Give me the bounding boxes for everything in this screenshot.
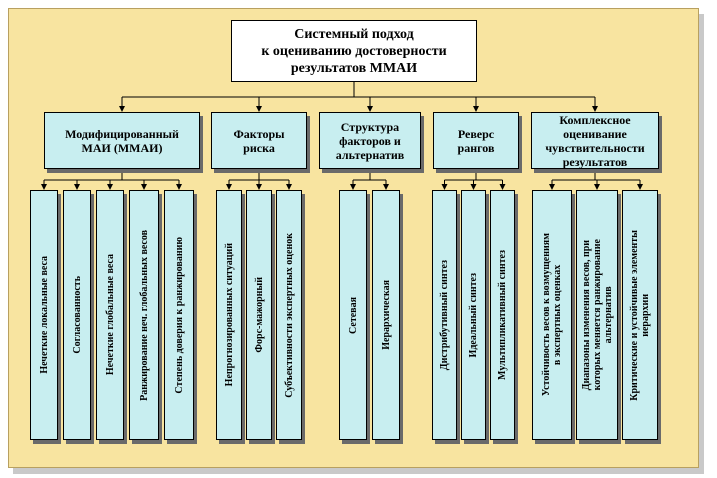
arrowhead — [226, 184, 232, 190]
leaf-fuzzy-local-weights: Нечеткие локальные веса — [30, 190, 58, 440]
category-sensitivity: Комплексное оценивание чувствительности … — [531, 112, 659, 169]
leaf-expert-subjectivity: Субъективности экспертных оценок — [276, 190, 302, 440]
leaf-critical-elements: Критические и устойчивые элементы иерарх… — [622, 190, 658, 440]
arrowhead — [637, 184, 643, 190]
leaf-fuzzy-global-weights: Нечеткие глобальные веса — [96, 190, 124, 440]
leaf-multiplicative-synthesis: Мультипликативный синтез — [490, 190, 515, 440]
arrowhead — [141, 184, 147, 190]
arrowhead — [594, 184, 600, 190]
root-node: Системный подход к оцениванию достоверно… — [231, 20, 477, 82]
leaf-ranking-fuzzy-global-weights: Ранжирование неч. глобальных весов — [129, 190, 159, 440]
leaf-weight-stability: Устойчивость весов к возмущениям в экспе… — [532, 190, 572, 440]
category-rank-reversal: Реверс рангов — [433, 112, 519, 169]
arrowhead — [473, 106, 479, 112]
arrowhead — [74, 184, 80, 190]
arrowhead — [383, 184, 389, 190]
category-risk-factors: Факторы риска — [211, 112, 307, 169]
arrowhead — [176, 184, 182, 190]
leaf-network: Сетевая — [339, 190, 367, 440]
arrowhead — [367, 106, 373, 112]
arrowhead — [549, 184, 555, 190]
leaf-force-majeure: Форс-мажорный — [246, 190, 272, 440]
arrowhead — [470, 184, 477, 190]
leaf-hierarchical: Иерархическая — [372, 190, 400, 440]
leaf-consistency: Согласованность — [63, 190, 91, 440]
arrowhead — [107, 184, 113, 190]
category-structure: Структура факторов и альтернатив — [319, 112, 421, 169]
arrowhead — [499, 184, 506, 190]
arrowhead — [441, 184, 448, 190]
arrowhead — [41, 184, 47, 190]
leaf-weight-change-ranges: Диапазоны изменения весов, при которых м… — [576, 190, 618, 440]
leaf-distributive-synthesis: Дистрибутивный синтез — [432, 190, 457, 440]
leaf-unforeseen-situations: Непрогнозированных ситуаций — [216, 190, 242, 440]
arrowhead — [350, 184, 356, 190]
arrowhead — [256, 106, 262, 112]
arrowhead — [286, 184, 292, 190]
leaf-ideal-synthesis: Идеальный синтез — [461, 190, 486, 440]
arrowhead — [119, 106, 125, 112]
arrowhead — [256, 184, 262, 190]
category-modified-ahp: Модифицированный МАИ (ММАИ) — [44, 112, 200, 169]
arrowhead — [592, 106, 598, 112]
leaf-ranking-confidence: Степень доверия к ранжированию — [164, 190, 194, 440]
